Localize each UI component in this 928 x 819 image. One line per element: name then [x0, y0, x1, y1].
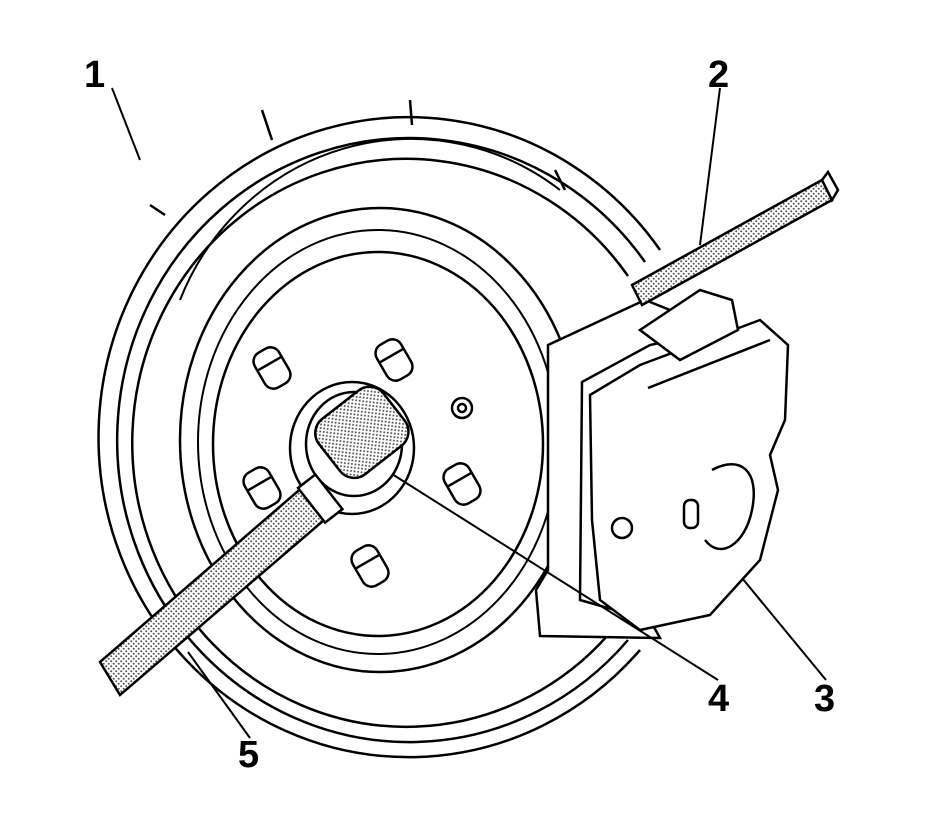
callout-label-1: 1: [84, 54, 106, 96]
leader-line-5: [187, 651, 251, 739]
hub-tool: [98, 385, 410, 697]
callout-label-4: 4: [708, 678, 730, 720]
pry-bar: [630, 169, 840, 307]
wheel-studs: [242, 338, 482, 588]
callout-label-3: 3: [814, 678, 836, 720]
leader-line-4: [391, 473, 719, 681]
leader-line-1: [111, 87, 141, 161]
leader-lines: [111, 87, 827, 739]
callout-label-2: 2: [708, 54, 730, 96]
leader-line-3: [741, 577, 827, 681]
callout-label-5: 5: [238, 734, 260, 776]
brake-caliper: [588, 288, 790, 632]
splash-shield: [97, 99, 662, 759]
leader-line-2: [699, 87, 721, 246]
